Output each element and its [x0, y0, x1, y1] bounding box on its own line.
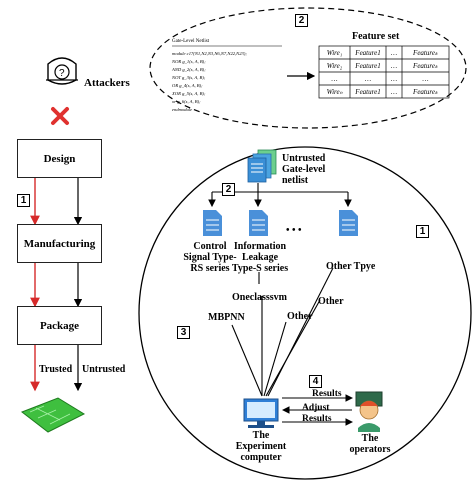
control-series-line-1: Control: [193, 241, 227, 252]
adjust-label: Adjust: [302, 403, 330, 413]
feature-table-grid: [318, 45, 450, 99]
feature-set-title: Feature set: [352, 31, 400, 42]
operator-icon: [355, 391, 383, 432]
untrusted-label: Untrusted: [82, 364, 126, 375]
control-series-line-3: RS series: [190, 263, 230, 274]
feature-table-cell: …: [422, 75, 429, 83]
computer-label-line-1: The: [252, 430, 270, 441]
experiment-computer-icon: [243, 398, 279, 428]
netlist-code-line: XOR g_5(s, A, B);: [172, 91, 206, 96]
feature-table-cell: Wireₙ: [326, 88, 343, 96]
feature-table-cell: …: [364, 75, 372, 83]
method-other-2: Other: [318, 296, 344, 307]
convergence-lines: [231, 267, 334, 397]
netlist-code-line: module c17(N1,N2,N3,N6,N7,N22,N23);: [172, 51, 247, 56]
design-stage-box: Design: [17, 139, 102, 178]
netlist-code-line: or g_6(s, A, B);: [172, 99, 201, 104]
attacker-icon: ?: [46, 57, 78, 85]
netlist-code-lines: module c17(N1,N2,N3,N6,N7,N22,N23); NOR g…: [172, 50, 284, 114]
main-process-circle: [138, 146, 472, 480]
feature-table-cell: Feature1: [355, 88, 381, 96]
netlist-code-line: NOR g_1(s, A, B);: [172, 59, 206, 64]
feature-table-cell: …: [390, 49, 398, 57]
attackers-label: Attackers: [84, 77, 130, 89]
feature-table-cell: …: [390, 88, 398, 96]
other-type-doc-icon: [339, 210, 358, 236]
info-leakage-series-label: Information Leakage Type-S series: [224, 241, 296, 274]
series-ellipsis: • • •: [286, 225, 302, 236]
svg-text:?: ?: [59, 68, 65, 79]
netlist-code-line: NOT g_3(s, A, B);: [172, 75, 206, 80]
netlist-label-line-2: Gate-level: [282, 164, 326, 175]
results-label-1: Results: [312, 389, 342, 399]
method-oneclasssvm: Oneclasssvm: [232, 292, 287, 303]
feature-panel-ellipse: [149, 7, 467, 129]
feature-table-cell: Wire₂: [326, 62, 343, 70]
badge-step-4: 4: [309, 375, 322, 388]
feature-table-cell: …: [331, 75, 338, 83]
other-type-label: Other Tpye: [326, 261, 376, 272]
feature-table-cell: Feature1: [355, 49, 381, 57]
trusted-label: Trusted: [39, 364, 73, 375]
experiment-computer-label: The Experiment computer: [225, 430, 297, 463]
feature-table-cell: …: [390, 62, 398, 70]
package-stage-box: Package: [17, 306, 102, 345]
control-series-label: Control Signal Type- RS series: [170, 241, 250, 274]
info-series-line-3: Type-S series: [231, 263, 289, 274]
badge-step-3: 3: [177, 326, 190, 339]
netlist-code-line: AND g_2(s, A, B);: [172, 67, 206, 72]
netlist-code-header: Gate-Level Netlist: [172, 39, 210, 44]
badge-step-1-right: 1: [416, 225, 429, 238]
netlist-label-line-3: netlist: [282, 175, 309, 186]
manufacturing-stage-box: Manufacturing: [17, 224, 102, 263]
netlist-code-line: OR g_4(s, A, B);: [172, 83, 203, 88]
feature-table-cell: Feature1: [355, 62, 381, 70]
badge-step-1-left: 1: [17, 194, 30, 207]
badge-step-2-mid: 2: [222, 183, 235, 196]
feature-table-cell: Featureₖ: [413, 62, 438, 70]
feature-table-cell: Featureₖ: [413, 49, 438, 57]
operators-label: The operators: [344, 433, 396, 455]
computer-label-line-2: Experiment: [235, 441, 287, 452]
badge-step-2-top: 2: [295, 14, 308, 27]
netlist-label: Untrusted Gate-level netlist: [282, 153, 325, 186]
control-series-doc-icon: [203, 210, 222, 236]
results-label-2: Results: [302, 414, 332, 424]
operators-label-line-1: The: [361, 433, 379, 444]
netlist-doc-stack-icon: [247, 149, 277, 183]
netlist-code-line: endmodule: [172, 107, 193, 112]
red-cross-icon: [51, 107, 69, 125]
feature-table-cell: Featureₖ: [413, 88, 438, 96]
method-mbpnn: MBPNN: [208, 312, 245, 323]
info-series-line-2: Leakage: [241, 252, 279, 263]
feature-table-cell: Wire₁: [326, 49, 343, 57]
info-leakage-series-doc-icon: [249, 210, 268, 236]
operators-label-line-2: operators: [349, 444, 391, 455]
feature-table-cell: …: [390, 75, 398, 83]
chip-icon: [20, 397, 86, 433]
info-series-line-1: Information: [233, 241, 287, 252]
computer-label-line-3: computer: [240, 452, 282, 463]
method-other-1: Other: [287, 311, 313, 322]
control-series-line-2: Signal Type-: [183, 252, 237, 263]
netlist-label-line-1: Untrusted: [282, 153, 326, 164]
